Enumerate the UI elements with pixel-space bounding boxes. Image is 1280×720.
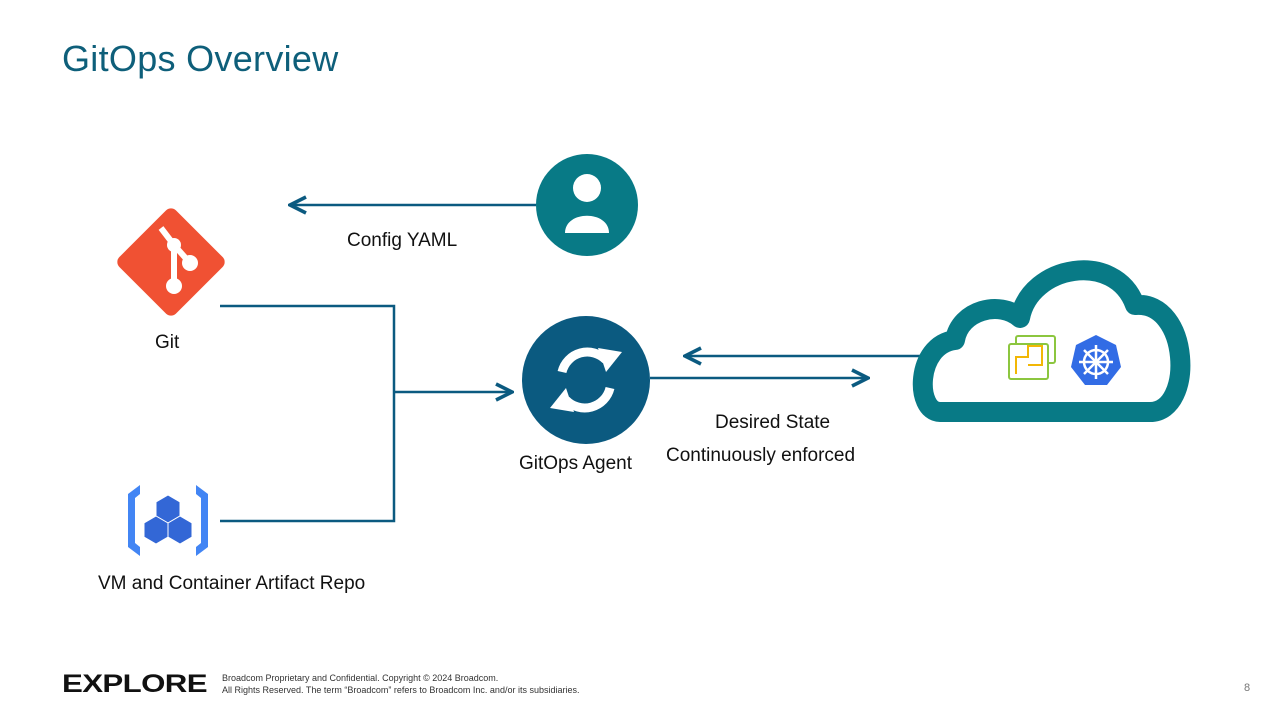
vsphere-icon xyxy=(1008,335,1056,380)
footer-copyright: Broadcom Proprietary and Confidential. C… xyxy=(222,672,579,696)
config-yaml-label: Config YAML xyxy=(347,230,458,251)
connector-git-artifact-to-agent xyxy=(220,304,512,523)
continuously-enforced-label: Continuously enforced xyxy=(666,445,856,466)
explore-logo: EXPLORE xyxy=(62,670,208,698)
git-label: Git xyxy=(155,332,180,353)
footer-line-1: Broadcom Proprietary and Confidential. C… xyxy=(222,673,499,683)
footer-line-2: All Rights Reserved. The term “Broadcom”… xyxy=(222,685,580,695)
desired-state-label: Desired State xyxy=(715,412,831,433)
sync-icon xyxy=(522,316,650,444)
artifact-repo-label: VM and Container Artifact Repo xyxy=(98,573,366,594)
cloud-icon xyxy=(912,260,1191,422)
artifact-registry-icon xyxy=(128,485,208,556)
git-icon xyxy=(117,208,225,316)
user-icon xyxy=(536,154,638,256)
kubernetes-icon xyxy=(1071,335,1121,385)
page-number: 8 xyxy=(1244,682,1251,694)
slide-title: GitOps Overview xyxy=(62,38,339,79)
gitops-agent-label: GitOps Agent xyxy=(519,453,633,474)
